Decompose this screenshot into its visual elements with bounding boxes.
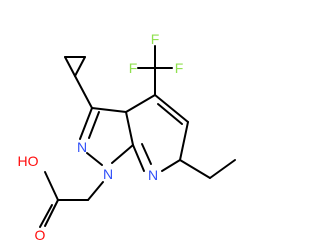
nitrogen-label-n2: N xyxy=(77,139,87,155)
molecule-canvas: F F F N N N HO O xyxy=(18,31,236,243)
molecule-structure: F F F N N N HO O xyxy=(18,31,236,243)
bond-c3-n2-double xyxy=(88,111,100,139)
bond-c6-ethyl xyxy=(179,159,211,179)
bond-ethyl-ch3 xyxy=(209,159,236,179)
bond-n7-c7a-double xyxy=(141,143,152,165)
bond-c3a-c7a xyxy=(125,111,134,146)
nitrogen-label-n1: N xyxy=(103,166,113,182)
bond-n7-c7a xyxy=(132,144,145,172)
bond-c3a-c4 xyxy=(125,94,156,113)
fluorine-label-top: F xyxy=(151,31,160,47)
bond-c4-c5-double xyxy=(157,103,183,125)
bond-c6-n7 xyxy=(161,159,181,172)
bond-cyclopropyl-to-c3 xyxy=(74,75,93,109)
bond-c-oh xyxy=(44,171,59,201)
bond-c-o-double xyxy=(44,199,59,227)
bond-cyclopropyl-left xyxy=(64,56,76,77)
bond-c-o-double-second xyxy=(39,204,53,228)
bond-c3-n2 xyxy=(79,107,93,140)
fluorine-label-right: F xyxy=(175,60,184,76)
nitrogen-label-n7: N xyxy=(148,167,158,183)
bond-n1-c7a xyxy=(111,144,134,164)
bond-cyclopropyl-right xyxy=(74,56,86,77)
hydroxyl-label: HO xyxy=(18,153,39,169)
bond-lines xyxy=(39,45,236,228)
bond-n2-n1 xyxy=(86,152,103,166)
carbonyl-oxygen-label: O xyxy=(35,227,46,243)
bond-c4-c5 xyxy=(154,94,189,123)
bond-c5-c6 xyxy=(179,121,189,161)
bond-n1-ch2 xyxy=(87,181,104,201)
fluorine-label-left: F xyxy=(129,60,138,76)
bond-c3-c3a xyxy=(91,107,127,113)
